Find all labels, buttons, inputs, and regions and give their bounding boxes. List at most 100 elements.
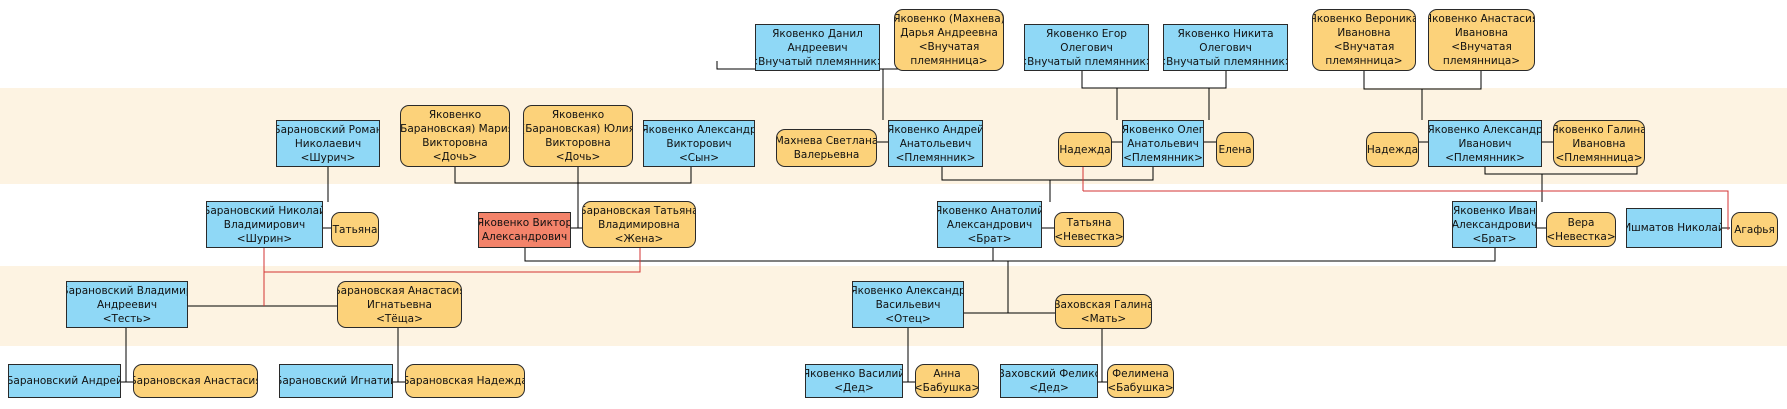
card-line: Андреевич bbox=[96, 298, 158, 311]
person-card-n13[interactable]: Надежда bbox=[1058, 132, 1112, 167]
person-card-n14[interactable]: Яковенко Олег Анатольевич <Племянник> bbox=[1122, 120, 1204, 167]
person-card-n12[interactable]: Яковенко Андрей Анатольевич <Племянник> bbox=[888, 120, 983, 167]
person-card-n27[interactable]: Ишматов Николай bbox=[1626, 208, 1722, 248]
person-card-n32[interactable]: Ваховская Галина <Мать> bbox=[1055, 294, 1152, 329]
card-line: Владимировна bbox=[598, 218, 680, 231]
person-card-n4[interactable]: Яковенко Никита Олегович <Внучатый племя… bbox=[1163, 24, 1288, 71]
person-card-n39[interactable]: Ваховский Феликс <Дед> bbox=[1000, 364, 1098, 398]
person-card-n26[interactable]: Вера <Невестка> bbox=[1546, 212, 1616, 247]
person-card-n30[interactable]: Барановская Анастасия Игнатьевна <Тёща> bbox=[337, 281, 462, 328]
card-line: Надежда bbox=[1366, 143, 1419, 156]
card-line: (Барановская) Юлия bbox=[523, 123, 633, 135]
card-line: Ваховский Феликс bbox=[1000, 368, 1098, 380]
connector bbox=[941, 166, 1154, 181]
card-line: Яковенко Олег bbox=[1122, 123, 1204, 136]
card-line: Иванович bbox=[1458, 137, 1512, 150]
person-card-n33[interactable]: Барановский Андрей bbox=[8, 364, 121, 398]
card-line: <Дед> bbox=[1029, 382, 1069, 394]
card-line: Яковенко Анастасия bbox=[1428, 13, 1535, 25]
card-line: <Внучатый племянник> bbox=[1024, 55, 1149, 68]
card-line: <Дочь> bbox=[432, 151, 478, 163]
card-line: <Внучатая bbox=[1333, 41, 1395, 53]
person-card-n34[interactable]: Барановская Анастасия bbox=[133, 364, 258, 398]
card-line: <Брат> bbox=[967, 232, 1012, 245]
person-card-n24[interactable]: Татьяна <Невестка> bbox=[1054, 212, 1124, 247]
connector bbox=[524, 248, 1496, 262]
person-card-n20[interactable]: Татьяна bbox=[331, 212, 379, 247]
person-card-n31[interactable]: Яковенко Александр Васильевич <Отец> bbox=[852, 281, 964, 328]
card-line: Ивановна bbox=[1572, 137, 1626, 150]
person-card-n2[interactable]: Яковенко (Махнева) Дарья Андреевна <Внуч… bbox=[894, 9, 1004, 71]
person-card-n5[interactable]: Яковенко Вероника Ивановна <Внучатая пле… bbox=[1312, 9, 1416, 71]
person-card-n16[interactable]: Надежда bbox=[1366, 132, 1419, 167]
card-line: Ивановна bbox=[1337, 27, 1391, 39]
person-card-n37[interactable]: Яковенко Василий <Дед> bbox=[805, 364, 903, 398]
person-card-n38[interactable]: Анна <Бабушка> bbox=[915, 364, 979, 398]
card-line: Яковенко Галина bbox=[1553, 123, 1645, 136]
person-card-n9[interactable]: Яковенко (Барановская) Юлия Викторовна <… bbox=[523, 105, 633, 167]
person-card-n36[interactable]: Барановская Надежда bbox=[405, 364, 525, 398]
card-line: Барановский Игнатий bbox=[279, 375, 393, 387]
card-line: Александрович bbox=[1452, 218, 1537, 231]
card-line: Барановская Анастасия bbox=[133, 375, 258, 387]
card-line: Викторович bbox=[666, 137, 732, 150]
red-connector bbox=[263, 244, 641, 273]
card-line: Олегович bbox=[1060, 41, 1113, 54]
card-line: <Бабушка> bbox=[1107, 382, 1174, 394]
card-line: Викторовна bbox=[545, 137, 611, 149]
card-line: Яковенко Егор bbox=[1046, 27, 1127, 40]
person-card-n3[interactable]: Яковенко Егор Олегович <Внучатый племянн… bbox=[1024, 24, 1149, 71]
card-line: Валерьевна bbox=[793, 149, 860, 161]
person-card-n22[interactable]: Барановская Татьяна Владимировна <Жена> bbox=[582, 201, 696, 248]
card-line: Яковенко Александр bbox=[643, 123, 755, 136]
card-line: <Внучатый племянник> bbox=[1163, 55, 1288, 68]
person-card-n23[interactable]: Яковенко Анатолий Александрович <Брат> bbox=[937, 201, 1042, 248]
card-line: Олегович bbox=[1199, 41, 1252, 54]
card-line: племянница> bbox=[910, 55, 988, 67]
card-line: Яковенко Виктор bbox=[478, 217, 571, 229]
person-card-n6[interactable]: Яковенко Анастасия Ивановна <Внучатая пл… bbox=[1428, 9, 1535, 71]
connector bbox=[1484, 166, 1638, 175]
card-line: Дарья Андреевна bbox=[900, 27, 998, 39]
card-line: Яковенко Никита bbox=[1177, 27, 1274, 40]
person-card-n25[interactable]: Яковенко Иван Александрович <Брат> bbox=[1452, 201, 1537, 248]
person-card-n15[interactable]: Елена bbox=[1216, 132, 1254, 167]
card-line: <Шурич> bbox=[300, 151, 356, 164]
card-line: <Шурин> bbox=[236, 232, 293, 245]
person-card-n21-self[interactable]: Яковенко Виктор Александрович bbox=[478, 212, 571, 248]
person-card-n7[interactable]: Барановский Роман Николаевич <Шурич> bbox=[276, 120, 380, 167]
card-line: племянница> bbox=[1442, 55, 1521, 67]
card-line: Барановский Андрей bbox=[8, 375, 121, 387]
card-line: Ваховская Галина bbox=[1055, 298, 1152, 311]
person-card-n19[interactable]: Барановский Николай Владимирович <Шурин> bbox=[206, 201, 323, 248]
card-line: Барановский Николай bbox=[206, 204, 323, 217]
card-line: племянница> bbox=[1325, 55, 1403, 67]
card-line: Анатольевич bbox=[899, 137, 972, 150]
red-connector bbox=[1083, 190, 1729, 230]
connector bbox=[454, 166, 692, 184]
person-card-n17[interactable]: Яковенко Александр Иванович <Племянник> bbox=[1428, 120, 1542, 167]
person-card-n10[interactable]: Яковенко Александр Викторович <Сын> bbox=[643, 120, 755, 167]
card-line: Фелимена bbox=[1112, 368, 1169, 380]
card-line: Яковенко Александр bbox=[852, 284, 964, 297]
person-card-n28[interactable]: Агафья bbox=[1731, 212, 1778, 247]
person-card-n29[interactable]: Барановский Владимир Андреевич <Тесть> bbox=[66, 281, 188, 328]
card-line: Ишматов Николай bbox=[1626, 222, 1722, 234]
card-line: <Мать> bbox=[1080, 312, 1127, 325]
card-line: Александрович bbox=[481, 231, 568, 243]
card-line: Яковенко Анатолий bbox=[937, 204, 1042, 217]
card-line: Барановский Владимир bbox=[66, 284, 188, 297]
card-line: Николаевич bbox=[294, 137, 362, 150]
card-line: Владимирович bbox=[223, 218, 306, 231]
card-line: Яковенко bbox=[551, 109, 605, 121]
person-card-n8[interactable]: Яковенко (Барановская) Мария Викторовна … bbox=[400, 105, 510, 167]
card-line: <Дочь> bbox=[555, 151, 601, 163]
person-card-n11[interactable]: Махнева Светлана Валерьевна bbox=[776, 129, 877, 167]
person-card-n40[interactable]: Фелимена <Бабушка> bbox=[1107, 364, 1174, 398]
person-card-n18[interactable]: Яковенко Галина Ивановна <Племянница> bbox=[1553, 120, 1645, 167]
card-line: Игнатьевна bbox=[367, 298, 432, 311]
person-card-n35[interactable]: Барановский Игнатий bbox=[279, 364, 393, 398]
person-card-n1[interactable]: Яковенко Данил Андреевич <Внучатый племя… bbox=[755, 24, 880, 71]
card-line: <Жена> bbox=[614, 232, 664, 245]
